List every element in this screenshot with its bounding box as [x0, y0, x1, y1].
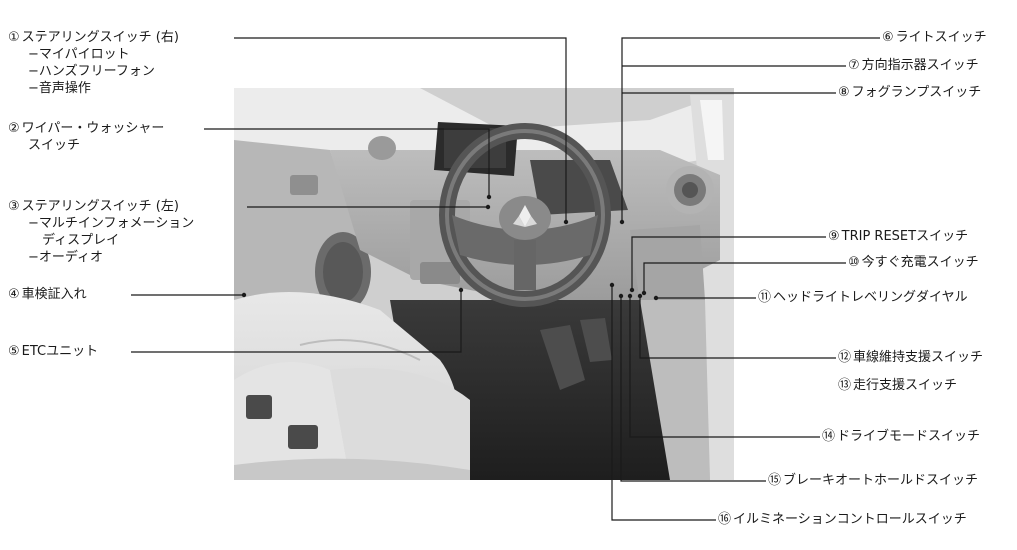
- callout-1-sub-2: −ハンズフリーフォン: [28, 64, 155, 79]
- callout-3-sub-1: −マルチインフォメーション: [28, 216, 195, 231]
- callout-11-label: ヘッドライトレベリングダイヤル: [773, 290, 968, 305]
- callout-8-number: ⑧: [838, 85, 850, 100]
- callout-13-label: 走行支援スイッチ: [853, 378, 958, 393]
- callout-4-number: ④: [8, 287, 20, 302]
- callout-7-label: 方向指示器スイッチ: [861, 58, 979, 73]
- callout-12-label: 車線維持支援スイッチ: [853, 350, 984, 365]
- callout-5-label: ETCユニット: [21, 344, 99, 359]
- callout-3-label: ステアリングスイッチ (左): [21, 199, 179, 214]
- callout-16-number: ⑯: [718, 512, 732, 527]
- callout-12-number: ⑫: [838, 350, 852, 365]
- callout-2-number: ②: [8, 121, 20, 136]
- callout-13-number: ⑬: [838, 378, 852, 393]
- callout-5-number: ⑤: [8, 344, 20, 359]
- callout-9-label: TRIP RESETスイッチ: [841, 229, 969, 244]
- callout-3-sub-2: ディスプレイ: [42, 233, 120, 248]
- steering-wheel: [439, 123, 611, 307]
- cabin-illustration: [234, 88, 734, 480]
- callout-2-label: ワイパー・ウォッシャー: [21, 121, 165, 136]
- callout-16-label: イルミネーションコントロールスイッチ: [733, 512, 967, 527]
- callout-3-sub-3: −オーディオ: [28, 250, 103, 265]
- callout-1-number: ①: [8, 30, 20, 45]
- callout-10-number: ⑩: [848, 255, 860, 270]
- front-seats: [234, 292, 470, 480]
- callout-9-number: ⑨: [828, 229, 840, 244]
- leader-lines: [131, 37, 880, 521]
- callout-3-number: ③: [8, 199, 20, 214]
- callout-15-number: ⑮: [768, 473, 782, 488]
- callout-6-number: ⑥: [882, 30, 894, 45]
- callout-15-label: ブレーキオートホールドスイッチ: [783, 473, 979, 488]
- callout-8-label: フォグランプスイッチ: [851, 85, 982, 100]
- callout-11-number: ⑪: [758, 290, 772, 305]
- callout-7-number: ⑦: [848, 58, 860, 73]
- callout-2-sub-1: スイッチ: [28, 138, 81, 153]
- callout-6-label: ライトスイッチ: [895, 30, 987, 45]
- callout-1-sub-3: −音声操作: [28, 81, 91, 96]
- callout-1-sub-1: −マイパイロット: [28, 47, 130, 62]
- callout-4-label: 車検証入れ: [21, 287, 87, 302]
- callout-10-label: 今すぐ充電スイッチ: [861, 255, 979, 270]
- callout-14-label: ドライブモードスイッチ: [837, 429, 981, 444]
- callout-14-number: ⑭: [822, 429, 836, 444]
- callout-1-label: ステアリングスイッチ (右): [21, 30, 179, 45]
